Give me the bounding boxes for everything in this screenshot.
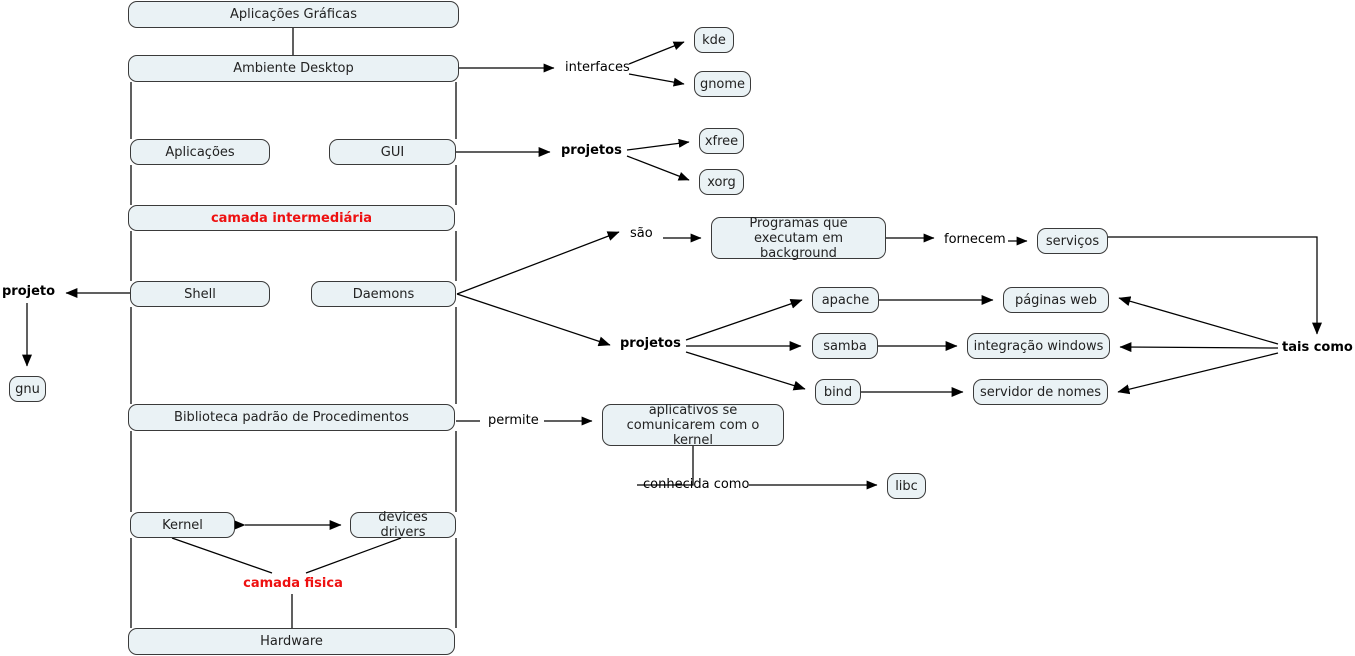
edge-projetos-bind bbox=[685, 351, 806, 391]
edge-devices-drivers-camada-fisica bbox=[305, 537, 402, 574]
node-gui[interactable]: GUI bbox=[329, 139, 456, 165]
node-libc[interactable]: libc bbox=[887, 473, 926, 499]
edge-projetos-xorg bbox=[626, 155, 690, 181]
node-gnu[interactable]: gnu bbox=[9, 376, 46, 402]
label-projetos-gui: projetos bbox=[561, 143, 622, 158]
node-aplicacoes[interactable]: Aplicações bbox=[130, 139, 270, 165]
node-xfree[interactable]: xfree bbox=[699, 128, 744, 154]
edge-daemons-projetos bbox=[456, 293, 611, 347]
edge-projetos-apache bbox=[685, 298, 803, 341]
node-aplicacoes-graficas[interactable]: Aplicações Gráficas bbox=[128, 1, 459, 28]
node-aplicativos-comunicarem-kernel[interactable]: aplicativos se comunicarem com o kernel bbox=[602, 403, 784, 448]
edge-tais-como-integracao-windows bbox=[1119, 342, 1279, 353]
label-permite: permite bbox=[488, 413, 539, 428]
label-conhecida-como: conhecida como bbox=[643, 477, 750, 492]
node-gnome[interactable]: gnome bbox=[694, 71, 751, 97]
node-paginas-web[interactable]: páginas web bbox=[1003, 287, 1109, 313]
label-camada-fisica: camada fisica bbox=[243, 575, 343, 591]
node-servidor-de-nomes[interactable]: servidor de nomes bbox=[973, 379, 1108, 405]
node-bind[interactable]: bind bbox=[815, 379, 861, 405]
label-fornecem: fornecem bbox=[944, 232, 1006, 247]
node-xorg[interactable]: xorg bbox=[699, 169, 744, 195]
node-hardware[interactable]: Hardware bbox=[128, 628, 455, 655]
node-servicos[interactable]: serviços bbox=[1037, 228, 1108, 254]
node-ambiente-desktop[interactable]: Ambiente Desktop bbox=[128, 55, 459, 82]
node-kernel[interactable]: Kernel bbox=[130, 512, 235, 538]
label-tais-como: tais como bbox=[1282, 340, 1353, 355]
node-kde[interactable]: kde bbox=[694, 27, 734, 53]
label-interfaces: interfaces bbox=[565, 60, 630, 75]
node-biblioteca-padrao-procedimentos[interactable]: Biblioteca padrão de Procedimentos bbox=[128, 404, 455, 431]
edge-tais-como-servidor-de-nomes bbox=[1117, 352, 1279, 395]
edge-daemons-sao bbox=[456, 231, 620, 295]
edge-projetos-xfree bbox=[626, 138, 690, 151]
node-integracao-windows[interactable]: integração windows bbox=[967, 333, 1110, 359]
edge-interfaces-gnome bbox=[628, 73, 685, 87]
node-shell[interactable]: Shell bbox=[130, 281, 270, 307]
edge-servicos-tais-como bbox=[1108, 236, 1322, 335]
label-sao: são bbox=[630, 226, 653, 241]
node-apache[interactable]: apache bbox=[812, 287, 879, 313]
edge-kernel-camada-fisica bbox=[171, 537, 273, 574]
node-programas-background[interactable]: Programas que executam em background bbox=[711, 216, 886, 261]
node-samba[interactable]: samba bbox=[812, 333, 878, 359]
label-projeto: projeto bbox=[2, 284, 56, 299]
edge-aplicativos-conhecida-como bbox=[637, 446, 694, 486]
label-projetos-daemons: projetos bbox=[620, 336, 681, 351]
node-daemons[interactable]: Daemons bbox=[311, 281, 456, 307]
node-devices-drivers[interactable]: devices drivers bbox=[350, 510, 456, 540]
edge-tais-como-paginas-web bbox=[1118, 296, 1279, 345]
node-camada-intermediaria[interactable]: camada intermediária bbox=[128, 205, 455, 231]
edge-interfaces-kde bbox=[628, 41, 685, 65]
